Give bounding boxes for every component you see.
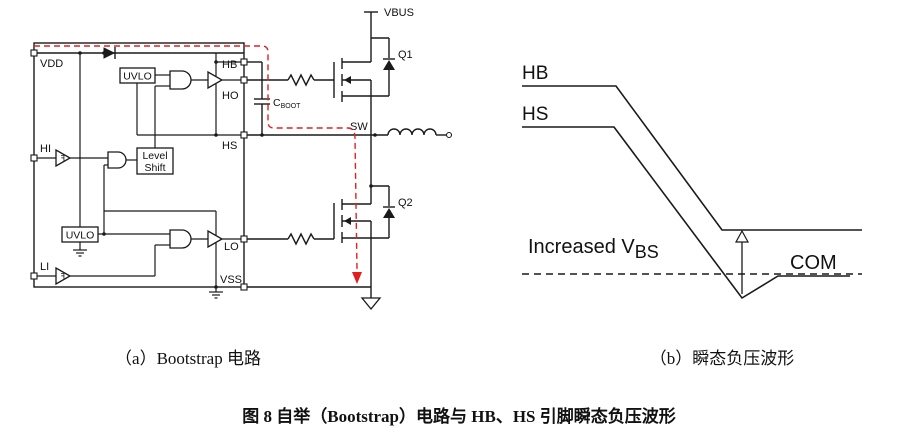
transient-waveform: HB HS COM Increased VBS [522,63,862,300]
output-inductor [387,128,437,136]
pin-li [30,272,38,280]
vbus-label: VBUS [384,7,414,19]
driver-ic-outline [33,42,245,288]
ground-ic [209,291,223,299]
cboot-label: CBOOT [273,97,301,110]
vbs-arrow-head [734,229,750,243]
pin-label-hs: HS [222,140,237,152]
output-terminal [445,131,453,139]
ground-power [360,297,382,311]
increased-vbs-label: Increased VBS [528,236,659,262]
pin-label-vdd: VDD [40,58,63,70]
pin-hi [30,154,38,162]
mosfet-q2 [333,135,395,287]
boot-current-path [34,45,358,271]
and-gate-high [169,70,192,90]
pin-hs [240,131,248,139]
level-shift-block [136,147,174,175]
pin-label-ho: HO [222,90,239,102]
uvlo-top-label: UVLO [123,71,152,83]
resistor-low-gate [287,232,315,246]
bootstrap-circuit: UVLO Level Shift ꟻ UVLO [30,7,453,311]
q2-label: Q2 [398,197,413,209]
svg-text:ꟻ: ꟻ [61,272,66,281]
caption-right: （b）瞬态负压波形 [650,349,795,368]
and-gate-low [169,229,192,249]
hs-trace [522,126,850,300]
boot-current-arrow [352,272,362,284]
pin-label-hb: HB [222,59,237,71]
pin-ho [240,76,248,84]
li-schmitt-buffer [55,266,72,286]
high-side-buffer [207,70,224,90]
and-gate-hi [107,151,127,169]
level-shift-label-2: Shift [144,162,165,174]
caption-left: （a）Bootstrap 电路 [115,349,261,368]
hb-label: HB [522,63,548,84]
pin-label-hi: HI [40,143,51,155]
uvlo-bottom-label: UVLO [66,230,95,242]
hi-schmitt-buffer [55,148,72,168]
ground-uvlo [73,249,87,257]
svg-text:ꟻ: ꟻ [61,154,66,163]
sw-label: SW [350,121,368,133]
resistor-high-gate [287,73,315,87]
pin-vdd [30,49,38,57]
hs-label: HS [522,104,548,125]
level-shift-label-1: Level [142,150,167,162]
pin-label-vss: VSS [220,274,242,286]
pin-label-li: LI [40,261,49,273]
pin-label-lo: LO [224,241,239,253]
mosfet-q1 [333,37,395,135]
pin-hb [240,58,248,66]
figure-caption: 图 8 自举（Bootstrap）电路与 HB、HS 引脚瞬态负压波形 [242,406,676,426]
pin-lo [240,235,248,243]
low-side-buffer [207,229,224,249]
hb-trace [522,85,862,231]
q1-label: Q1 [398,49,413,61]
com-label: COM [790,252,837,274]
